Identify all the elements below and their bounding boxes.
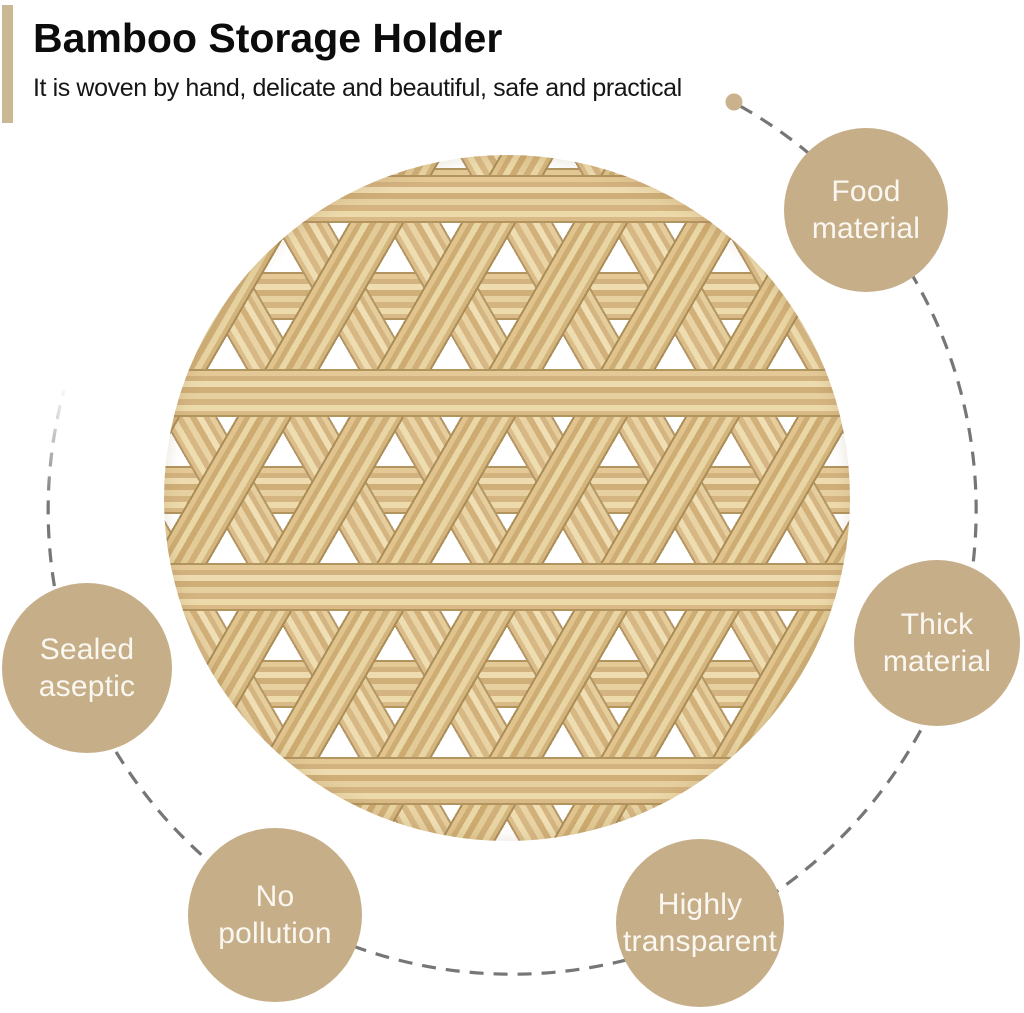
badge-highly-transparent: Highly transparent	[616, 839, 784, 1007]
page-subtitle: It is woven by hand, delicate and beauti…	[33, 74, 682, 102]
badge-label-line: Sealed	[39, 633, 135, 666]
badge-label-line: material	[811, 212, 921, 245]
badge-label-line: pollution	[218, 917, 332, 950]
bamboo-weave-photo	[164, 155, 850, 841]
badge-label-line: material	[882, 645, 992, 678]
badge-label-line: aseptic	[38, 670, 136, 703]
badge-label-line: Highly	[657, 888, 743, 921]
badge-thick-material: Thick material	[854, 560, 1020, 726]
badge-label-line: Food	[831, 175, 901, 208]
badge-sealed-aseptic: Sealed aseptic	[2, 583, 172, 753]
badge-label-line: transparent	[623, 925, 777, 958]
badge-label-line: Thick	[900, 608, 974, 641]
badge-no-pollution: No pollution	[188, 828, 362, 1002]
badge-label-line: No	[255, 880, 295, 913]
page-title: Bamboo Storage Holder	[33, 15, 503, 61]
title-accent-bar	[2, 5, 13, 123]
badge-food-material: Food material	[784, 128, 948, 292]
connector-dot	[725, 93, 743, 111]
